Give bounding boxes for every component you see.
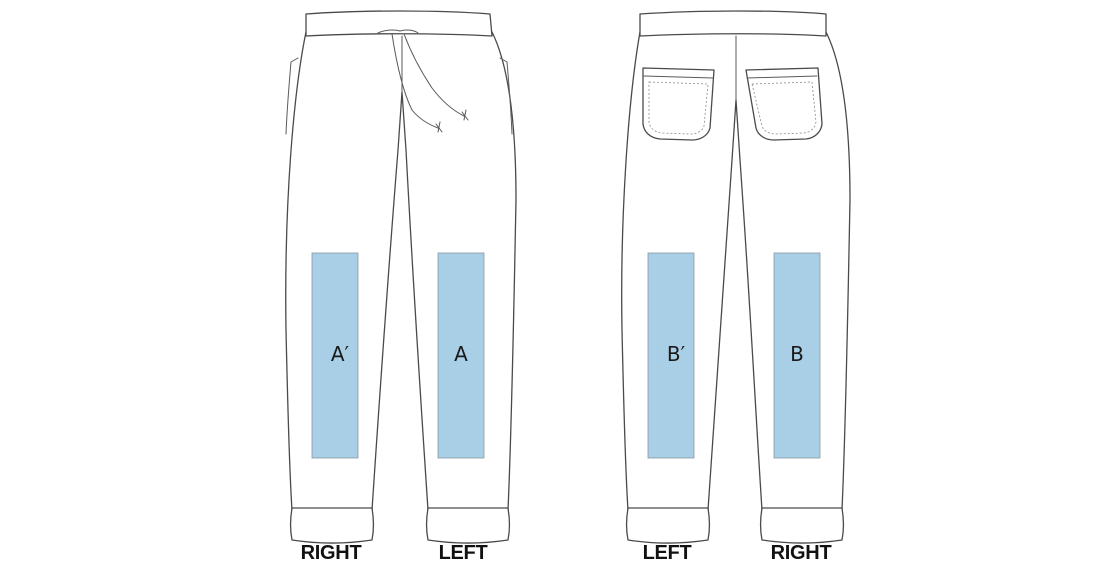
print-area-a-prime: A′ [311,252,359,459]
front-right-label: RIGHT [301,542,362,564]
back-left-label: LEFT [643,542,692,564]
area-label-b: B [790,342,804,366]
print-area-a: A [437,252,485,459]
area-label-a-prime: A′ [331,342,350,366]
back-right-label: RIGHT [771,542,832,564]
print-area-b-prime: B′ [647,252,695,459]
area-label-a: A [454,342,468,366]
print-area-b: B [773,252,821,459]
area-label-b-prime: B′ [667,342,686,366]
front-left-label: LEFT [439,542,488,564]
